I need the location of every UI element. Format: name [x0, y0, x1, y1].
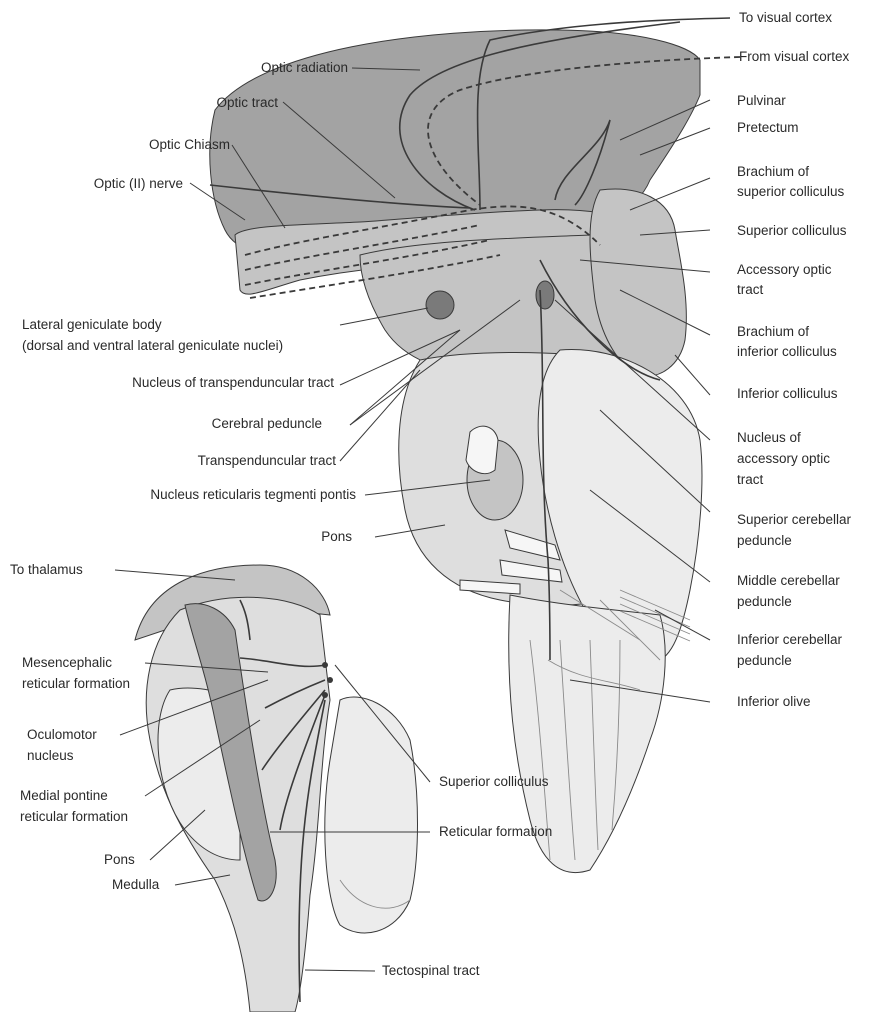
label-transpenduncular-tract: Transpenduncular tract — [198, 453, 337, 468]
label-inferior-colliculus: Inferior colliculus — [737, 386, 838, 401]
inset-collicular-neuron-1 — [322, 662, 328, 668]
label-optic-nerve: Optic (II) nerve — [94, 176, 183, 191]
label-brachium-inferior-colliculus-2: inferior colliculus — [737, 344, 837, 359]
label-mesencephalic-reticular-formation-2: reticular formation — [22, 676, 130, 691]
label-nucleus-transpenduncular-tract: Nucleus of transpenduncular tract — [132, 375, 334, 390]
label-reticular-formation: Reticular formation — [439, 824, 552, 839]
nrtp-white-slot — [466, 426, 498, 473]
label-accessory-optic-tract-2: tract — [737, 282, 764, 297]
label-to-thalamus: To thalamus — [10, 562, 83, 577]
label-superior-cerebellar-peduncle-2: peduncle — [737, 533, 792, 548]
label-superior-colliculus: Superior colliculus — [737, 223, 847, 238]
label-middle-cerebellar-peduncle-1: Middle cerebellar — [737, 573, 840, 588]
label-pons-inset: Pons — [104, 852, 135, 867]
label-superior-colliculus-inset: Superior colliculus — [439, 774, 549, 789]
label-brachium-superior-colliculus-1: Brachium of — [737, 164, 809, 179]
lateral-geniculate-nucleus — [426, 291, 454, 319]
label-lateral-geniculate-body-1: Lateral geniculate body — [22, 317, 162, 332]
label-to-visual-cortex: To visual cortex — [739, 10, 832, 25]
label-lateral-geniculate-body-2: (dorsal and ventral lateral geniculate n… — [22, 338, 283, 353]
label-nucleus-accessory-optic-tract-2: accessory optic — [737, 451, 830, 466]
label-inferior-cerebellar-peduncle-1: Inferior cerebellar — [737, 632, 843, 647]
inset-collicular-neuron-3 — [322, 692, 328, 698]
label-nucleus-accessory-optic-tract-3: tract — [737, 472, 764, 487]
inset-collicular-neuron-2 — [327, 677, 333, 683]
inset-brainstem-illustration — [135, 565, 418, 1012]
label-inferior-olive: Inferior olive — [737, 694, 811, 709]
label-from-visual-cortex: From visual cortex — [739, 49, 850, 64]
label-superior-cerebellar-peduncle-1: Superior cerebellar — [737, 512, 852, 527]
inset-cerebellum — [325, 697, 418, 933]
label-accessory-optic-tract-1: Accessory optic — [737, 262, 832, 277]
label-brachium-inferior-colliculus-1: Brachium of — [737, 324, 809, 339]
label-tectospinal-tract: Tectospinal tract — [382, 963, 480, 978]
label-optic-chiasm: Optic Chiasm — [149, 137, 230, 152]
label-cerebral-peduncle: Cerebral peduncle — [212, 416, 322, 431]
label-pulvinar: Pulvinar — [737, 93, 786, 108]
label-pretectum: Pretectum — [737, 120, 799, 135]
label-inferior-cerebellar-peduncle-2: peduncle — [737, 653, 792, 668]
label-middle-cerebellar-peduncle-2: peduncle — [737, 594, 792, 609]
label-medulla: Medulla — [112, 877, 160, 892]
label-medial-pontine-reticular-formation-1: Medial pontine — [20, 788, 108, 803]
label-oculomotor-nucleus-1: Oculomotor — [27, 727, 97, 742]
label-nucleus-reticularis-tegmenti-pontis: Nucleus reticularis tegmenti pontis — [150, 487, 356, 502]
label-nucleus-accessory-optic-tract-1: Nucleus of — [737, 430, 801, 445]
label-medial-pontine-reticular-formation-2: reticular formation — [20, 809, 128, 824]
label-mesencephalic-reticular-formation-1: Mesencephalic — [22, 655, 112, 670]
label-oculomotor-nucleus-2: nucleus — [27, 748, 74, 763]
label-brachium-superior-colliculus-2: superior colliculus — [737, 184, 845, 199]
label-pons-main: Pons — [321, 529, 352, 544]
label-optic-radiation: Optic radiation — [261, 60, 348, 75]
accessory-optic-nucleus — [536, 281, 554, 309]
label-optic-tract: Optic tract — [216, 95, 278, 110]
